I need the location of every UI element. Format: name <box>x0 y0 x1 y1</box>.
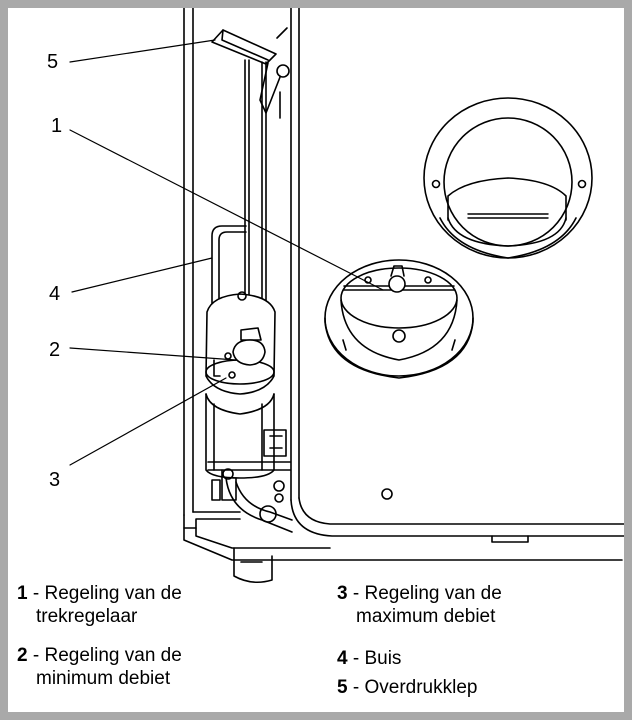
legend-item-2: 2 - Regeling van de minimum debiet <box>17 644 182 690</box>
legend-item-4: 4 - Buis <box>337 647 401 670</box>
vertical-rods <box>244 59 267 339</box>
callout-2: 2 <box>49 339 61 361</box>
legend-item-3: 3 - Regeling van de maximum debiet <box>337 582 502 628</box>
technical-drawing <box>69 8 624 584</box>
legend-item-5: 5 - Overdrukklep <box>337 676 477 699</box>
legend-separator: - <box>27 583 45 604</box>
legend-text-continued: trekregelaar <box>36 606 138 627</box>
legend-text: Regeling van de <box>44 583 182 604</box>
tube <box>211 225 247 377</box>
lower-mechanics <box>207 429 293 533</box>
legend-separator: - <box>347 648 365 669</box>
legend-text-continued: maximum debiet <box>356 606 496 627</box>
legend-separator: - <box>347 583 365 604</box>
overpressure-valve <box>211 27 290 119</box>
legend-number: 4 <box>337 648 348 669</box>
callout-5: 5 <box>47 51 59 73</box>
legend-number: 2 <box>17 645 28 666</box>
legend-text: Buis <box>364 648 402 669</box>
legend-number: 5 <box>337 677 348 698</box>
callout-3: 3 <box>49 469 61 491</box>
leader-lines <box>69 39 384 466</box>
callout-4: 4 <box>49 283 61 305</box>
legend-separator: - <box>27 645 45 666</box>
regulator-disc <box>324 259 474 379</box>
legend-item-1: 1 - Regeling van de trekregelaar <box>17 582 182 628</box>
base-hole <box>381 488 393 500</box>
duct-collar <box>423 97 593 259</box>
regulator-cylinder <box>205 291 276 479</box>
legend-text: Overdrukklep <box>364 677 478 698</box>
legend-text: Regeling van de <box>364 583 502 604</box>
legend-number: 3 <box>337 583 348 604</box>
legend-text-continued: minimum debiet <box>36 668 171 689</box>
callout-1: 1 <box>51 115 63 137</box>
cabinet-panel <box>183 8 624 584</box>
legend-number: 1 <box>17 583 28 604</box>
legend-text: Regeling van de <box>44 645 182 666</box>
legend-separator: - <box>347 677 365 698</box>
